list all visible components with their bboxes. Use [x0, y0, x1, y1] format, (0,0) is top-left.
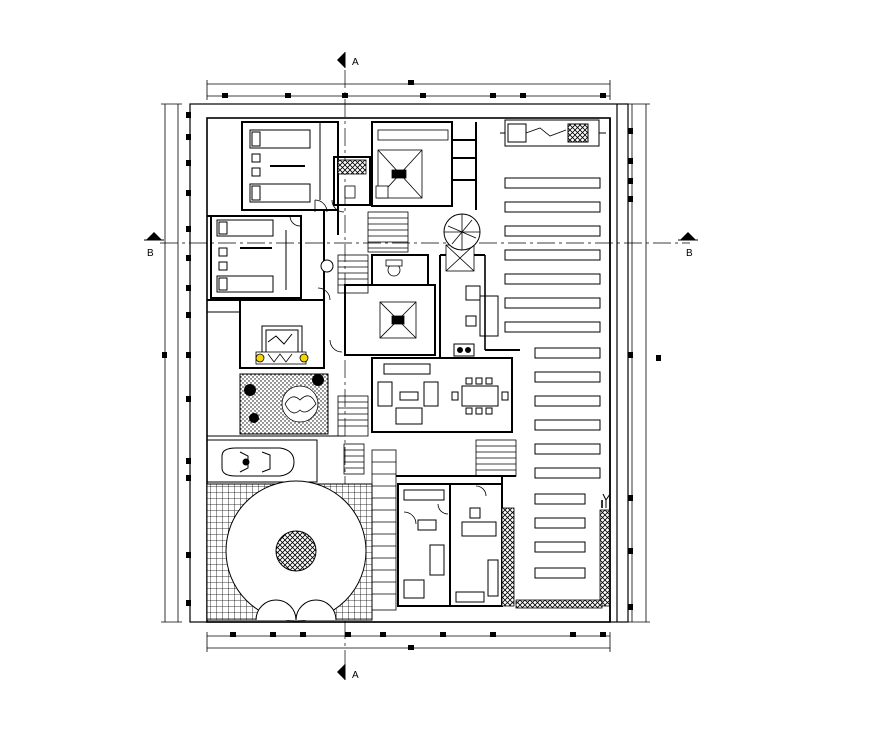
gate-detail: [500, 119, 606, 147]
section-label-bottom-a: A: [352, 670, 359, 681]
sofa-icon: [377, 363, 439, 425]
left-hall-walls: [207, 122, 345, 437]
east-wall-hatch: [501, 507, 611, 609]
driveway-hatch: [206, 480, 373, 622]
door-swing-icon: [403, 485, 487, 525]
section-marker-top: A: [337, 52, 359, 68]
skylight-icon: [377, 129, 475, 339]
toilet-icon: [337, 159, 403, 277]
dimension-ticks: [162, 80, 661, 650]
figure-icon: [602, 493, 611, 508]
door-swing-icon: [289, 199, 345, 353]
bedside-lamp-icon: [255, 351, 309, 365]
furniture-icon: [403, 489, 499, 603]
right-side-walls: [484, 118, 611, 622]
tree-icon: [443, 213, 481, 251]
section-marker-bottom: A: [337, 664, 359, 681]
section-label-left-b: B: [147, 248, 154, 259]
section-label-top-a: A: [352, 57, 359, 68]
living-dining-room: [371, 349, 520, 433]
section-label-right-b: B: [686, 248, 693, 259]
section-marker-right: B: [678, 232, 698, 259]
stair-icon: [337, 211, 517, 611]
car-icon: [206, 439, 318, 483]
parking-bays: [504, 177, 601, 579]
dining-table-icon: [451, 377, 509, 415]
master-bedroom: [239, 299, 325, 369]
bedroom-middle: [210, 215, 302, 299]
section-marker-left: B: [144, 232, 164, 259]
garden-courtyard: [239, 373, 329, 435]
bed-icon: [249, 129, 311, 203]
bed-icon: [216, 219, 274, 293]
